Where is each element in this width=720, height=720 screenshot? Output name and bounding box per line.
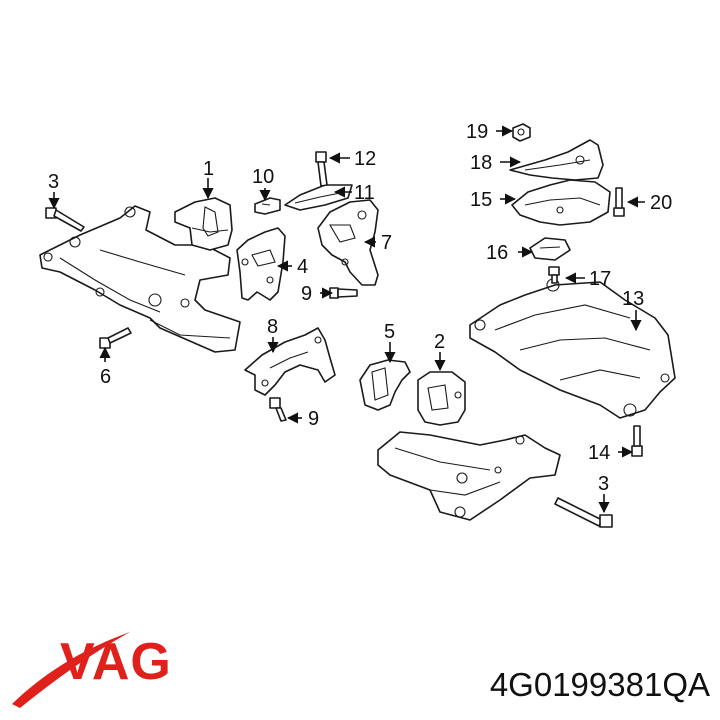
right-subframe — [469, 278, 676, 419]
callout-6: 6 — [100, 366, 111, 388]
callout-1: 1 — [203, 158, 214, 180]
callout-20: 20 — [650, 192, 672, 214]
callout-16: 16 — [486, 242, 508, 264]
bracket-18 — [509, 139, 604, 181]
callout-3-lower: 3 — [598, 473, 609, 495]
bracket-4 — [236, 227, 286, 301]
bolt-9-lower — [269, 397, 287, 422]
cap-10 — [254, 197, 281, 215]
callout-19: 19 — [466, 121, 488, 143]
mount-arm-7 — [317, 199, 379, 286]
part-number: 4G0199381QA — [489, 666, 710, 703]
callout-15: 15 — [470, 189, 492, 211]
bolt-9-upper — [329, 287, 358, 299]
vag-logo: VAG — [60, 633, 172, 691]
vag-logo-swoosh — [12, 632, 130, 708]
callout-13: 13 — [622, 288, 644, 310]
left-subframe — [39, 205, 241, 353]
bolt-17 — [548, 266, 560, 284]
callout-11: 11 — [354, 182, 375, 204]
callout-17: 17 — [589, 268, 611, 290]
callout-18: 18 — [470, 152, 492, 174]
leader-lines — [48, 125, 645, 514]
callout-5: 5 — [384, 321, 395, 343]
engine-mount-1 — [174, 197, 233, 251]
bolt-6 — [99, 327, 132, 349]
pad-16 — [529, 237, 571, 261]
callout-3: 3 — [48, 171, 59, 193]
transmission-mount-2 — [417, 371, 466, 426]
bolt-3-lower — [554, 497, 613, 528]
callout-4: 4 — [297, 256, 308, 278]
callout-9-lower: 9 — [308, 408, 319, 430]
callout-labels: 1 2 3 3 4 5 6 7 8 9 9 10 11 12 13 14 15 … — [48, 121, 672, 495]
callout-8: 8 — [267, 316, 278, 338]
callout-7: 7 — [381, 232, 392, 254]
transmission-mount-15 — [511, 179, 611, 226]
callout-14: 14 — [588, 442, 610, 464]
callout-10: 10 — [252, 166, 274, 188]
callout-2: 2 — [434, 331, 445, 353]
bolt-20 — [613, 187, 625, 217]
bolt-12 — [315, 151, 328, 187]
bottom-crossmember — [377, 431, 561, 521]
bracket-8 — [244, 327, 336, 396]
callout-9-upper: 9 — [301, 283, 312, 305]
nut-19 — [512, 123, 531, 142]
bolt-3-upper — [45, 207, 85, 232]
bracket-5 — [359, 359, 411, 411]
callout-12: 12 — [354, 148, 376, 170]
bolt-14 — [631, 425, 643, 457]
